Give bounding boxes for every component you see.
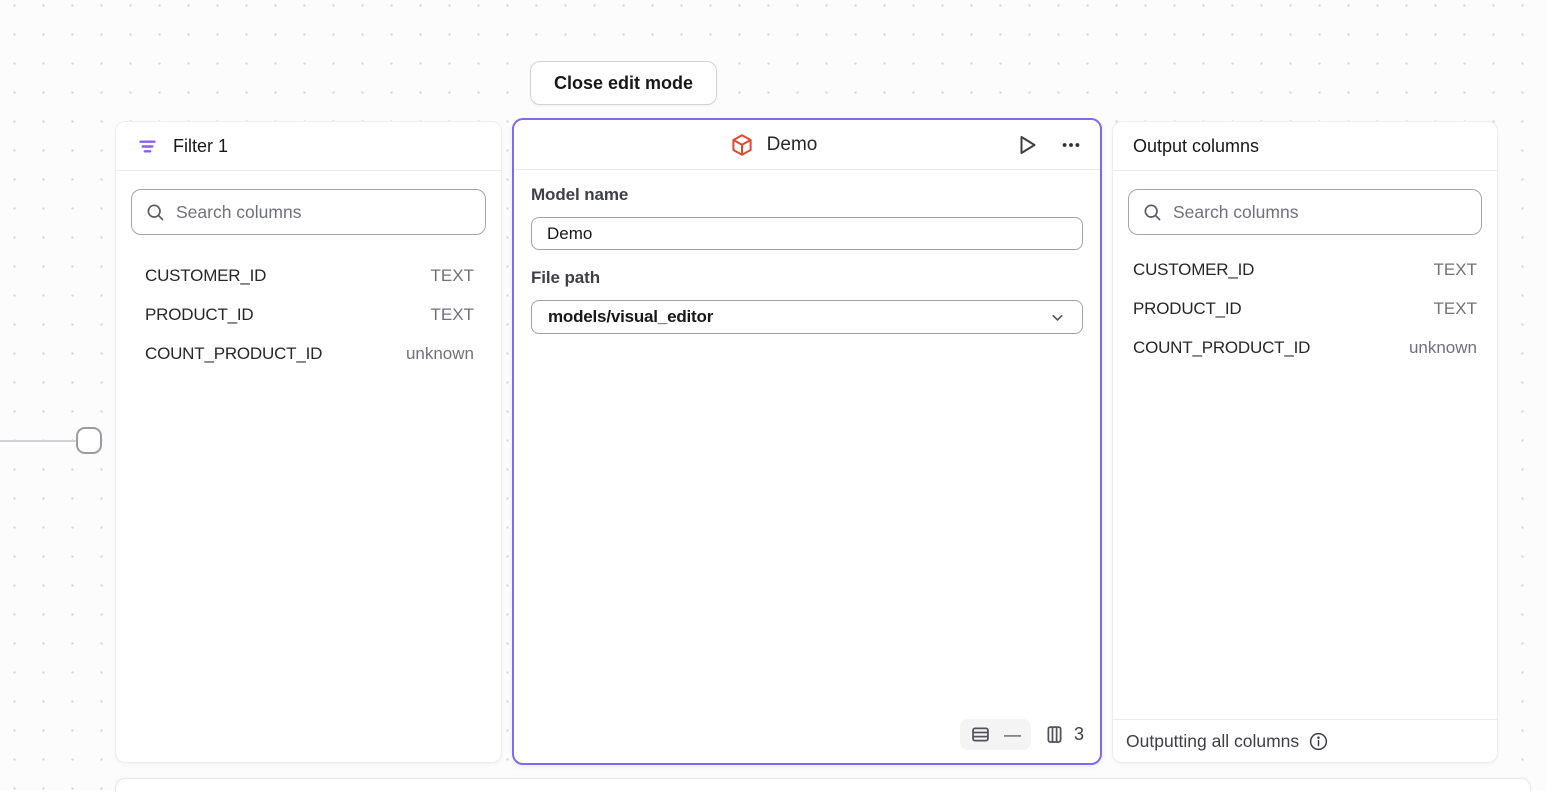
column-type: unknown — [1408, 337, 1477, 357]
model-actions — [1015, 133, 1082, 157]
column-row: PRODUCT_ID TEXT — [145, 295, 474, 334]
column-type: unknown — [405, 343, 474, 363]
filter-panel-header: Filter 1 — [116, 122, 501, 171]
column-name: COUNT_PRODUCT_ID — [145, 343, 323, 363]
run-model-button[interactable] — [1015, 133, 1039, 157]
model-node-panel: Demo Model name File p — [512, 118, 1102, 765]
edge-connector-line — [0, 440, 78, 442]
search-icon — [145, 202, 165, 222]
output-column-list: CUSTOMER_ID TEXT PRODUCT_ID TEXT COUNT_P… — [1113, 235, 1497, 367]
table-rows-icon — [970, 724, 991, 745]
file-path-select[interactable]: models/visual_editor — [531, 300, 1083, 334]
output-footer-text: Outputting all columns — [1126, 730, 1300, 751]
column-row: CUSTOMER_ID TEXT — [145, 256, 474, 295]
chevron-down-icon — [1049, 309, 1066, 326]
edge-connector-handle[interactable] — [76, 427, 102, 454]
column-count-value: 3 — [1073, 724, 1084, 744]
model-panel-body: Model name File path models/visual_edito… — [514, 170, 1100, 334]
row-count-value: — — [1003, 725, 1021, 744]
model-title-group: Demo — [532, 133, 1015, 157]
column-type: TEXT — [1433, 298, 1477, 318]
table-columns-icon — [1044, 724, 1065, 745]
output-footer: Outputting all columns — [1113, 719, 1497, 762]
model-stats-bar: — 3 — [959, 719, 1084, 750]
column-type: TEXT — [430, 265, 474, 285]
column-type: TEXT — [1433, 259, 1477, 279]
column-count-indicator[interactable]: 3 — [1044, 724, 1084, 745]
column-row: COUNT_PRODUCT_ID unknown — [145, 334, 474, 373]
model-cube-icon — [730, 133, 754, 157]
filter-node-panel: Filter 1 CUSTOMER_ID TEXT PRODUCT_ID TEX… — [116, 122, 501, 762]
row-count-toggle[interactable]: — — [959, 719, 1031, 750]
output-search-box[interactable] — [1128, 189, 1482, 235]
info-icon[interactable] — [1308, 731, 1329, 752]
filter-column-list: CUSTOMER_ID TEXT PRODUCT_ID TEXT COUNT_P… — [116, 235, 501, 373]
column-name: PRODUCT_ID — [145, 304, 254, 324]
output-columns-panel: Output columns CUSTOMER_ID TEXT PRODUCT_… — [1113, 122, 1497, 762]
model-name-label: Model name — [531, 185, 629, 204]
column-name: CUSTOMER_ID — [1133, 259, 1255, 279]
column-name: CUSTOMER_ID — [145, 265, 267, 285]
column-row: PRODUCT_ID TEXT — [1133, 289, 1477, 328]
model-panel-header: Demo — [514, 120, 1100, 170]
more-options-button[interactable] — [1060, 134, 1082, 156]
filter-icon — [137, 136, 158, 157]
filter-panel-title: Filter 1 — [173, 135, 229, 156]
search-icon — [1142, 202, 1162, 222]
output-panel-title: Output columns — [1133, 135, 1260, 156]
results-panel-collapsed[interactable] — [115, 778, 1531, 792]
file-path-value: models/visual_editor — [548, 307, 714, 326]
model-panel-title: Demo — [766, 133, 818, 155]
output-panel-header: Output columns — [1113, 122, 1497, 171]
filter-search-input[interactable] — [176, 201, 472, 223]
column-type: TEXT — [430, 304, 474, 324]
column-row: CUSTOMER_ID TEXT — [1133, 250, 1477, 289]
column-name: PRODUCT_ID — [1133, 298, 1242, 318]
output-search-input[interactable] — [1173, 201, 1468, 223]
model-name-input[interactable] — [531, 217, 1083, 250]
close-edit-mode-button[interactable]: Close edit mode — [530, 61, 718, 105]
file-path-label: File path — [531, 268, 600, 287]
filter-search-box[interactable] — [131, 189, 486, 235]
column-name: COUNT_PRODUCT_ID — [1133, 337, 1311, 357]
column-row: COUNT_PRODUCT_ID unknown — [1133, 328, 1477, 367]
